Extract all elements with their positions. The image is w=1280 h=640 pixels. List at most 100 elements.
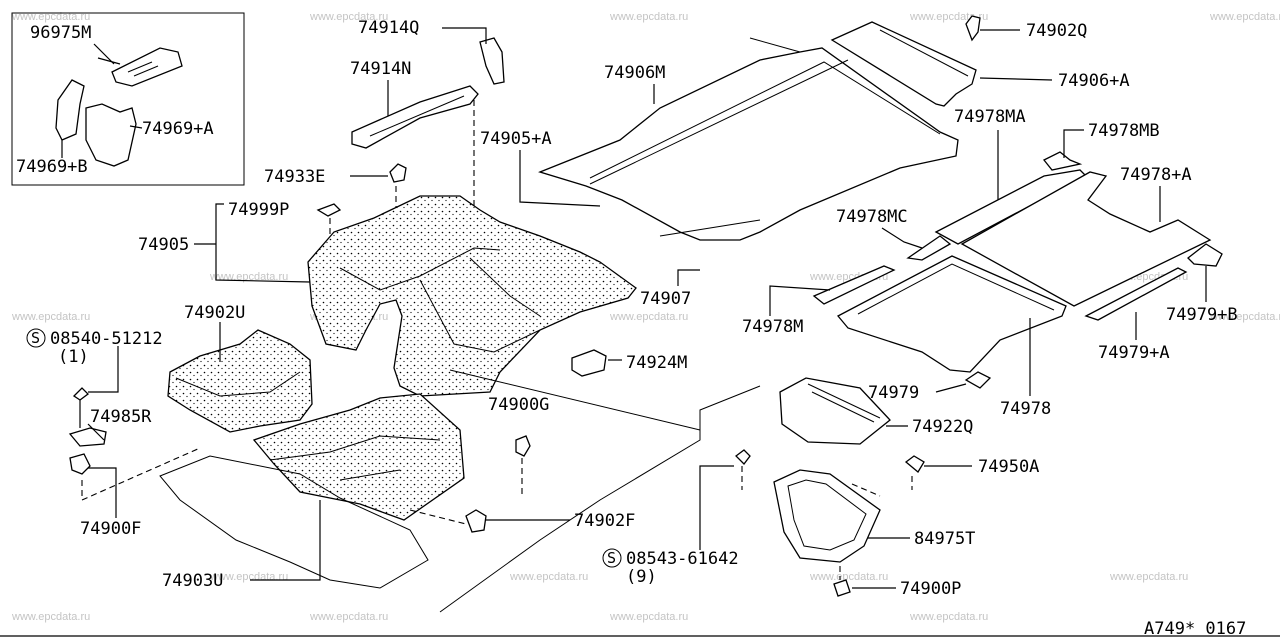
part-label-74999P: 74999P (228, 200, 289, 220)
drawing-shape (677, 269, 700, 286)
part-label-74985R: 74985R (90, 407, 152, 427)
screw-symbol-icon (26, 328, 46, 348)
drawing-shape (465, 509, 487, 533)
drawing-shape (749, 37, 801, 53)
part-label-74969B: 74969+B (16, 157, 88, 177)
drawing-shape (87, 423, 105, 441)
part-label-84975T: 84975T (914, 529, 975, 549)
part-label-74900F: 74900F (80, 519, 141, 539)
drawing-shape (129, 125, 143, 129)
part-label-74905: 74905 (138, 235, 189, 255)
drawing-shape (779, 377, 891, 445)
clip-74978MC (906, 235, 952, 261)
drawing-shape (735, 449, 751, 465)
inset-box: 96975M 74969+A 74969+B (11, 12, 245, 186)
part-74900P: 74900P (833, 566, 961, 599)
drawing-shape (11, 12, 245, 186)
part-label-96975M: 96975M (30, 23, 91, 43)
part-label-74906A: 74906+A (1058, 71, 1130, 91)
clip-74979B (1187, 243, 1223, 267)
part-label-74924M: 74924M (626, 353, 687, 373)
watermark: www.epcdata.ru (509, 571, 588, 583)
strip-74978MA (934, 169, 1088, 245)
part-label-08540-51212: 08540-51212 (50, 329, 163, 349)
part-label-74900P: 74900P (900, 579, 961, 599)
part-label-74950A: 74950A (978, 457, 1039, 477)
part-label-74979B: 74979+B (1166, 305, 1238, 325)
part-74902F: 74902F (409, 509, 635, 533)
drawing-shape (389, 163, 407, 183)
part-74922Q: 74922Q (779, 377, 973, 445)
part-74900G: 74900G (488, 395, 549, 498)
part-label-74902Q: 74902Q (1026, 21, 1087, 41)
drawing-shape (904, 455, 925, 473)
watermark: www.epcdata.ru (11, 11, 90, 23)
drawing-shape (252, 393, 465, 521)
drawing-shape (339, 247, 541, 353)
part-label-74979A: 74979+A (1098, 343, 1170, 363)
drawing-shape (881, 227, 923, 249)
drawing-shape (175, 371, 301, 397)
drawing-shape (589, 59, 941, 185)
drawing-shape (769, 285, 831, 316)
drawing-shape (88, 467, 117, 518)
drawing-shape (965, 15, 981, 42)
part-label-74907: 74907 (640, 289, 691, 309)
part-label-74900G: 74900G (488, 395, 549, 415)
part-label-74933E: 74933E (264, 167, 325, 187)
screw-symbol-icon (602, 548, 622, 568)
part-label-74978MA: 74978MA (954, 107, 1026, 127)
drawing-shape (807, 383, 881, 423)
watermark: www.epcdata.ru (909, 611, 988, 623)
part-label-74914N: 74914N (350, 59, 411, 79)
watermark: www.epcdata.ru (809, 571, 888, 583)
drawing-shape (1063, 129, 1084, 158)
part-label-74979: 74979 (868, 383, 919, 403)
drawing-shape (72, 387, 89, 401)
part-74985R: 74985R (68, 407, 152, 447)
part-74905A-panel: 74906M 74905+A (480, 37, 959, 241)
drawing-shape (159, 455, 429, 589)
board-74978 (836, 255, 1067, 373)
diagram-code: A749* 0167 (1144, 619, 1246, 639)
drawing-shape (519, 150, 601, 207)
drawing-shape (93, 43, 115, 65)
drawing-shape (979, 77, 1053, 81)
drawing-shape (442, 27, 487, 44)
watermark: www.epcdata.ru (1209, 11, 1280, 23)
watermark: www.epcdata.ru (1209, 311, 1280, 323)
part-label-74969A: 74969+A (142, 119, 214, 139)
part-74978-boards: 74978MA 74978MB 74978+A 74978MC 74978M 7… (742, 107, 1238, 419)
strip-74979A (1084, 267, 1188, 321)
drawing-shape (833, 579, 851, 597)
drawing-shape (69, 453, 91, 475)
drawing-shape (194, 203, 311, 283)
part-label-74906M: 74906M (604, 63, 665, 83)
part-label-08543-61642: 08543-61642 (626, 549, 739, 569)
drawing-shape (469, 257, 541, 317)
drawing-shape (316, 203, 342, 217)
drawing-shape (88, 346, 119, 393)
part-74907: 74907 (640, 269, 700, 309)
drawing-shape (81, 447, 201, 501)
drawing-shape (879, 29, 969, 77)
screw-symbol-letter: S (31, 329, 40, 347)
part-74905-carpet: 74905 (138, 195, 637, 397)
part-74902Q: 74902Q (965, 15, 1087, 42)
watermark: www.epcdata.ru (11, 611, 90, 623)
watermark: www.epcdata.ru (609, 311, 688, 323)
part-qty-08543: (9) (626, 567, 657, 587)
drawing-shape (699, 465, 734, 550)
drawing-shape (479, 37, 505, 85)
drawing-shape (55, 79, 85, 141)
part-label-74922Q: 74922Q (912, 417, 973, 437)
watermark: www.epcdata.ru (1109, 571, 1188, 583)
part-74903U-mat: 74903U (159, 393, 465, 591)
part-label-74978: 74978 (1000, 399, 1051, 419)
part-74924M: 74924M (571, 349, 687, 377)
body-outline (439, 385, 761, 613)
drawing-shape (659, 219, 761, 237)
part-74914Q: 74914Q (358, 18, 505, 85)
watermark: www.epcdata.ru (609, 11, 688, 23)
